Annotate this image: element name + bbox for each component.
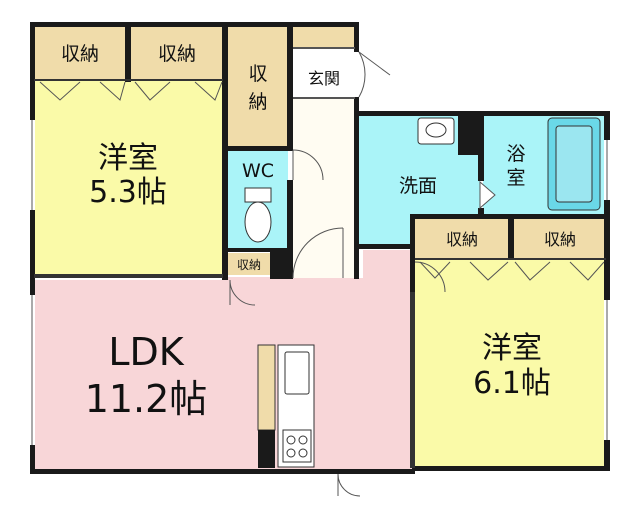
ldk-floor	[34, 250, 412, 470]
bathroom-label-1: 浴	[506, 143, 525, 165]
western-room-2-name: 洋室	[482, 331, 542, 366]
ldk-size: 11.2帖	[85, 377, 208, 421]
washroom-label: 洗面	[399, 175, 437, 197]
windows	[30, 120, 610, 445]
kitchen-shelf	[257, 344, 276, 431]
storage-5-label: 収納	[544, 230, 576, 249]
storage-2-label: 収納	[158, 43, 196, 65]
storage-5-floor	[514, 218, 606, 260]
western-room-2-size: 6.1帖	[473, 366, 551, 401]
walls	[30, 22, 610, 474]
storage-2-floor	[131, 26, 223, 80]
storage-4-label: 収納	[446, 230, 478, 249]
toilet-label: WC	[242, 160, 274, 182]
entrance-floor	[293, 48, 355, 98]
storage-4-floor	[415, 218, 509, 260]
western-room-1-name: 洋室	[98, 141, 158, 176]
storage-1-label: 収納	[61, 43, 99, 65]
storage-3-label-1: 収	[248, 63, 267, 85]
storage-small-floor	[228, 253, 270, 275]
bathroom-label-2: 室	[506, 167, 525, 189]
doors	[39, 51, 605, 497]
toilet-icon	[244, 187, 272, 203]
stove-icon	[282, 429, 312, 463]
western-room-1-floor	[34, 80, 223, 275]
entrance-storage-floor	[293, 26, 355, 48]
storage-1-floor	[34, 26, 126, 80]
hall-floor	[293, 98, 355, 278]
fixtures	[244, 117, 601, 468]
western-room-2-floor	[415, 260, 606, 468]
sink-icon	[284, 351, 310, 395]
western-room-1-size: 5.3帖	[89, 175, 167, 210]
storage-3-floor	[228, 26, 288, 148]
toilet-bowl-icon	[244, 201, 272, 243]
ldk-name: LDK	[108, 330, 184, 374]
storage-small-label: 収納	[237, 258, 261, 272]
washbasin-icon	[417, 117, 455, 145]
storage-3-label-2: 納	[248, 91, 267, 113]
entrance-label: 玄関	[308, 69, 340, 88]
